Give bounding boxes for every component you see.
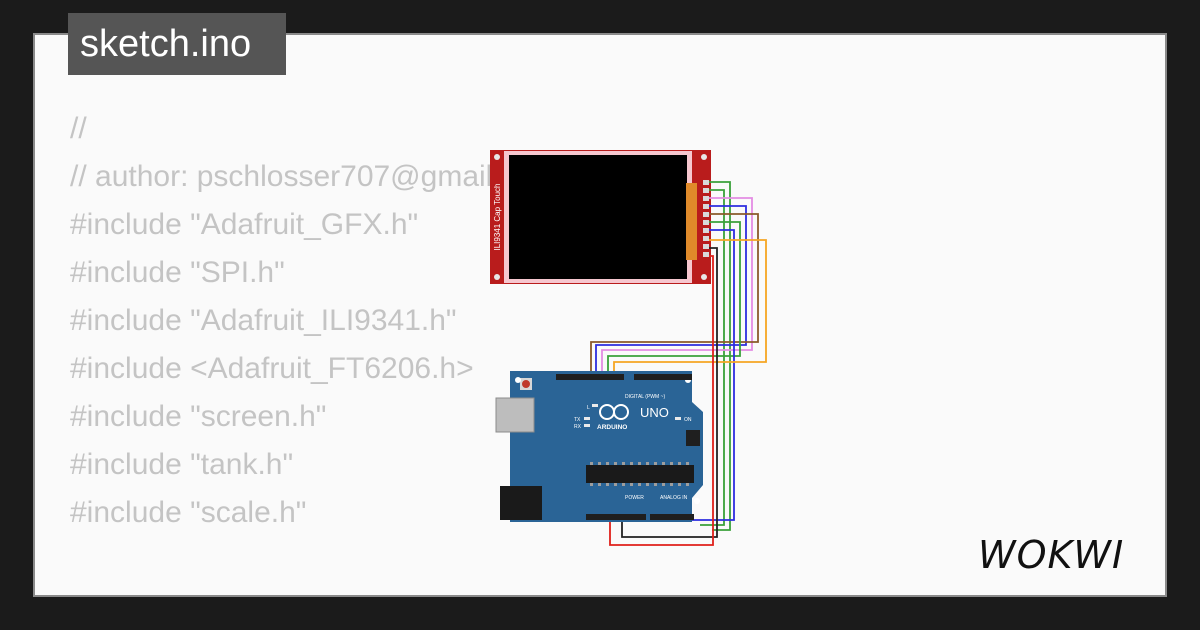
wire-red[interactable] (609, 255, 714, 546)
code-line-4: #include "SPI.h" (70, 256, 285, 289)
code-line-8: #include "tank.h" (70, 448, 294, 481)
code-line-2: // author: pschlosser707@gmail.com (70, 160, 490, 193)
board-mount-hole (515, 377, 521, 383)
board-model-label: UNO (640, 405, 669, 420)
power-label: POWER (625, 495, 644, 501)
wire-green[interactable] (700, 189, 725, 526)
power-jack (500, 486, 542, 520)
digital-header-low[interactable] (634, 374, 692, 380)
wire-black[interactable] (621, 247, 718, 538)
display-screen (509, 155, 687, 279)
usb-port (495, 397, 535, 433)
tx-led-label: TX (574, 417, 581, 423)
wire-blue[interactable] (595, 205, 747, 378)
code-line-11: // Tweak - Adafruit shield does not work… (70, 585, 1165, 595)
analog-header[interactable] (650, 514, 694, 520)
l-led (592, 404, 598, 407)
code-line-7: #include "screen.h" (70, 400, 327, 433)
wire-orange[interactable] (613, 239, 767, 378)
code-line-9: #include "scale.h" (70, 496, 307, 529)
display-pin-header[interactable] (703, 180, 709, 257)
icsp-header[interactable] (686, 430, 700, 446)
on-led (675, 417, 681, 420)
tx-led (584, 417, 590, 420)
digital-label: DIGITAL (PWM ~) (625, 394, 665, 400)
code-line-1: // (70, 112, 87, 145)
code-line-3: #include "Adafruit_GFX.h" (70, 208, 419, 241)
code-editor[interactable]: // // author: pschlosser707@gmail.com #i… (70, 105, 1165, 595)
rx-led-label: RX (574, 424, 582, 430)
wire-green[interactable] (607, 221, 741, 378)
file-tab[interactable]: sketch.ino (68, 13, 286, 75)
wire-pink[interactable] (601, 197, 753, 378)
chip-pins (590, 462, 689, 486)
display-label: ILI9341 Cap Touch (493, 183, 502, 250)
arduino-logo-icon (613, 404, 629, 420)
wokwi-logo: WOKWI (976, 528, 1148, 583)
display-mount-hole (701, 154, 707, 160)
display-mount-hole (494, 274, 500, 280)
wokwi-logo-text: WOKWI (978, 533, 1124, 577)
power-header[interactable] (586, 514, 646, 520)
display-flex-connector (686, 183, 697, 260)
wire-brown[interactable] (590, 213, 759, 378)
digital-header-high[interactable] (556, 374, 624, 380)
wokwi-logo-icon: WOKWI (978, 533, 1124, 577)
wire-blue[interactable] (690, 229, 735, 521)
display-mount-hole (701, 274, 707, 280)
rx-led (584, 424, 590, 427)
board-mount-hole (694, 498, 700, 504)
l-led-label: L (587, 405, 590, 411)
code-line-6: #include <Adafruit_FT6206.h> (70, 352, 474, 385)
code-line-5: #include "Adafruit_ILI9341.h" (70, 304, 457, 337)
ili9341-display[interactable]: ILI9341 Cap Touch (490, 150, 711, 284)
arduino-uno-board[interactable]: DIGITAL (PWM ~) UNO ARDUINO L TX RX ON P… (495, 371, 703, 522)
wires (590, 181, 767, 546)
board-brand-label: ARDUINO (597, 424, 627, 431)
on-led-label: ON (684, 417, 692, 423)
atmega-chip (586, 465, 694, 483)
analog-label: ANALOG IN (660, 495, 688, 501)
display-mount-hole (494, 154, 500, 160)
reset-button[interactable] (522, 380, 530, 388)
